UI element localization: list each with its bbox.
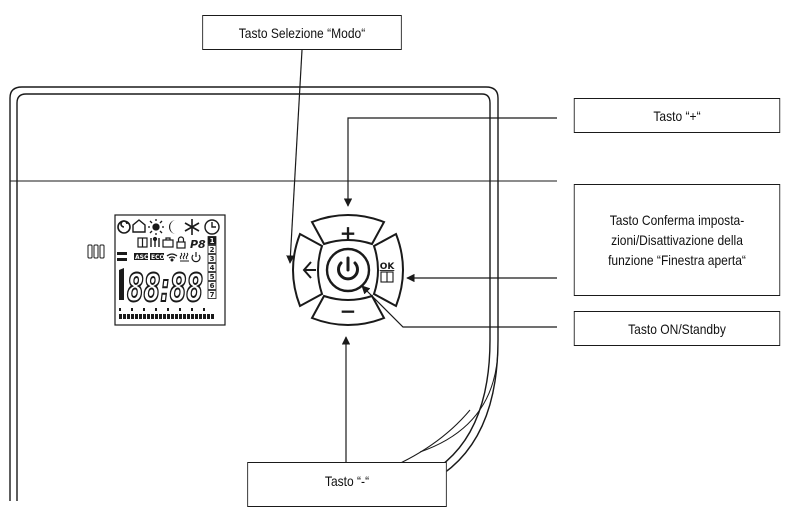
power-icon — [191, 252, 201, 263]
day-number-box — [207, 236, 217, 245]
time-segment — [175, 314, 178, 319]
plus-button[interactable] — [310, 214, 386, 246]
time-segment — [143, 314, 146, 319]
callout-text: Tasto ON/Standby — [628, 320, 726, 337]
day-number: 6 — [210, 282, 215, 290]
time-segment — [207, 314, 210, 319]
ok-label: OK — [380, 262, 396, 272]
suitcase-icon — [162, 237, 174, 248]
time-segment — [123, 314, 126, 319]
day-number-box — [207, 281, 217, 290]
day-number: 1 — [210, 237, 215, 245]
time-segment — [199, 314, 202, 319]
time-segment — [187, 314, 190, 319]
spiral-icon — [117, 220, 131, 234]
lcd-digits: 88:88 — [127, 266, 203, 310]
day-number: 3 — [210, 255, 215, 263]
time-segment — [135, 314, 138, 319]
time-marker — [143, 308, 145, 311]
time-segment — [155, 314, 158, 319]
time-segment — [159, 314, 162, 319]
day-number-box — [207, 272, 217, 281]
time-segment — [211, 314, 214, 319]
time-marker — [191, 308, 193, 311]
plus-button-callout: Tasto “+“ — [573, 98, 781, 133]
indicator-leds — [87, 244, 105, 259]
time-segment — [147, 314, 150, 319]
day-number: 2 — [210, 246, 215, 254]
minus-button[interactable] — [310, 294, 386, 326]
time-segment — [203, 314, 206, 319]
callout-text: Tasto Selezione “Modo“ — [238, 24, 366, 41]
ok-button[interactable] — [372, 232, 404, 308]
time-segment — [127, 314, 130, 319]
level-bars — [117, 252, 127, 300]
control-pad: + − OK — [292, 214, 404, 326]
time-segment — [167, 314, 170, 319]
sun-icon — [148, 219, 164, 235]
time-marker — [179, 308, 181, 311]
time-segment — [151, 314, 154, 319]
ok-button-callout: Tasto Conferma imposta- zioni/Disattivaz… — [573, 184, 781, 296]
callout-text-line: Tasto Conferma imposta- — [609, 212, 745, 228]
snowflake-icon — [184, 219, 200, 235]
time-segment — [191, 314, 194, 319]
day-number-box — [207, 290, 217, 299]
wifi-icon — [166, 253, 178, 262]
time-segment — [179, 314, 182, 319]
time-marker — [155, 308, 157, 311]
time-segment — [163, 314, 166, 319]
time-segment — [171, 314, 174, 319]
callout-text-line: funzione “Finestra aperta“ — [608, 252, 746, 268]
time-marker — [119, 308, 121, 311]
leader-lines — [286, 49, 557, 462]
home-icon — [132, 219, 146, 233]
time-scale — [119, 308, 214, 319]
day-number-box — [207, 263, 217, 272]
minus-button-callout: Tasto “-“ — [247, 462, 447, 507]
power-button-callout: Tasto ON/Standby — [573, 311, 781, 346]
time-segment — [139, 314, 142, 319]
time-segment — [119, 314, 122, 319]
asc-badge: ASC — [135, 254, 149, 261]
person-icon — [150, 236, 160, 247]
callout-text: Tasto “+“ — [653, 107, 701, 124]
time-segment — [195, 314, 198, 319]
day-number-box — [207, 254, 217, 263]
time-segment — [183, 314, 186, 319]
power-icon — [337, 256, 359, 281]
lock-icon — [176, 236, 186, 249]
day-number: 7 — [210, 291, 215, 299]
plus-symbol: + — [340, 221, 357, 245]
heat-icon — [179, 252, 189, 262]
window-icon — [380, 271, 394, 283]
day-number: 4 — [210, 264, 215, 272]
time-marker — [131, 308, 133, 311]
mode-button-callout: Tasto Selezione “Modo“ — [202, 15, 402, 50]
time-segment — [131, 314, 134, 319]
eco-badge: ECO — [151, 254, 165, 261]
time-marker — [203, 308, 205, 311]
time-marker — [167, 308, 169, 311]
window-icon — [137, 237, 148, 248]
device-body — [9, 86, 557, 501]
day-number-box — [207, 245, 217, 254]
callout-text: Tasto “-“ — [324, 473, 370, 489]
moon-icon — [169, 220, 176, 234]
minus-symbol: − — [340, 299, 357, 323]
back-arrow-icon — [302, 261, 316, 279]
program-label: P8 — [190, 238, 206, 251]
clock-icon — [204, 219, 220, 235]
day-number: 5 — [210, 273, 215, 281]
callout-text-line: zioni/Disattivazione della — [611, 232, 743, 248]
